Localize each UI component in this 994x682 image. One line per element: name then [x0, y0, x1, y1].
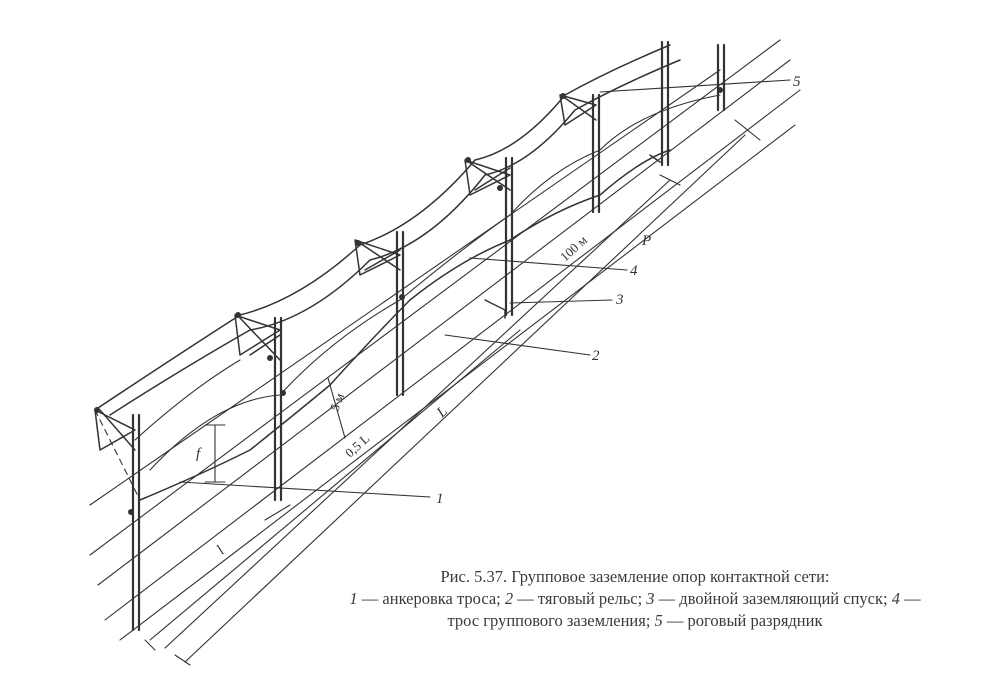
label-3: 3 [615, 292, 624, 308]
pole-3 [395, 230, 405, 397]
pole-brackets [94, 94, 597, 451]
item-labels: 1 2 3 4 5 [436, 74, 801, 507]
caption-item-num: 4 [891, 589, 900, 608]
label-1: 1 [436, 491, 444, 507]
dim-l-span: l [214, 543, 228, 558]
caption-item-text: — роговый разрядник [662, 611, 823, 630]
caption-item-num: 1 [349, 589, 358, 608]
double-grounding-drop [484, 154, 661, 319]
dim-p: P [641, 233, 651, 249]
caption-item-num: 5 [654, 611, 663, 630]
group-grounding-cable [139, 149, 671, 501]
label-2: 2 [592, 348, 600, 364]
caption-item-text: — двойной заземляющий спуск; [654, 589, 892, 608]
cable-nodes [94, 87, 723, 515]
caption-item-text: — трос группового заземления; [447, 589, 921, 630]
catenary-wires [94, 44, 721, 471]
figure-caption: Рис. 5.37. Групповое заземление опор кон… [340, 566, 930, 632]
caption-item-num: 2 [504, 589, 514, 608]
caption-item-num: 3 [646, 589, 655, 608]
label-5: 5 [793, 74, 801, 90]
caption-item-text: — анкеровка троса; [357, 589, 505, 608]
pole-6 [660, 40, 670, 167]
dimension-lines [144, 119, 761, 666]
poles [131, 40, 726, 632]
caption-title: Рис. 5.37. Групповое заземление опор кон… [440, 567, 830, 586]
label-4: 4 [630, 263, 638, 279]
leader-lines [179, 79, 791, 498]
pole-1 [131, 413, 141, 632]
pole-2 [273, 316, 283, 502]
pole-5 [591, 93, 601, 214]
anchor-cable-dashed [94, 409, 141, 501]
track-rails [89, 39, 801, 641]
dim-l-total: L [433, 403, 451, 421]
dim-f: f [196, 446, 202, 462]
dim-5m: 5 м [327, 391, 347, 413]
caption-item-text: — тяговый рельс; [513, 589, 647, 608]
pole-7 [716, 43, 726, 112]
pole-4 [504, 156, 514, 317]
